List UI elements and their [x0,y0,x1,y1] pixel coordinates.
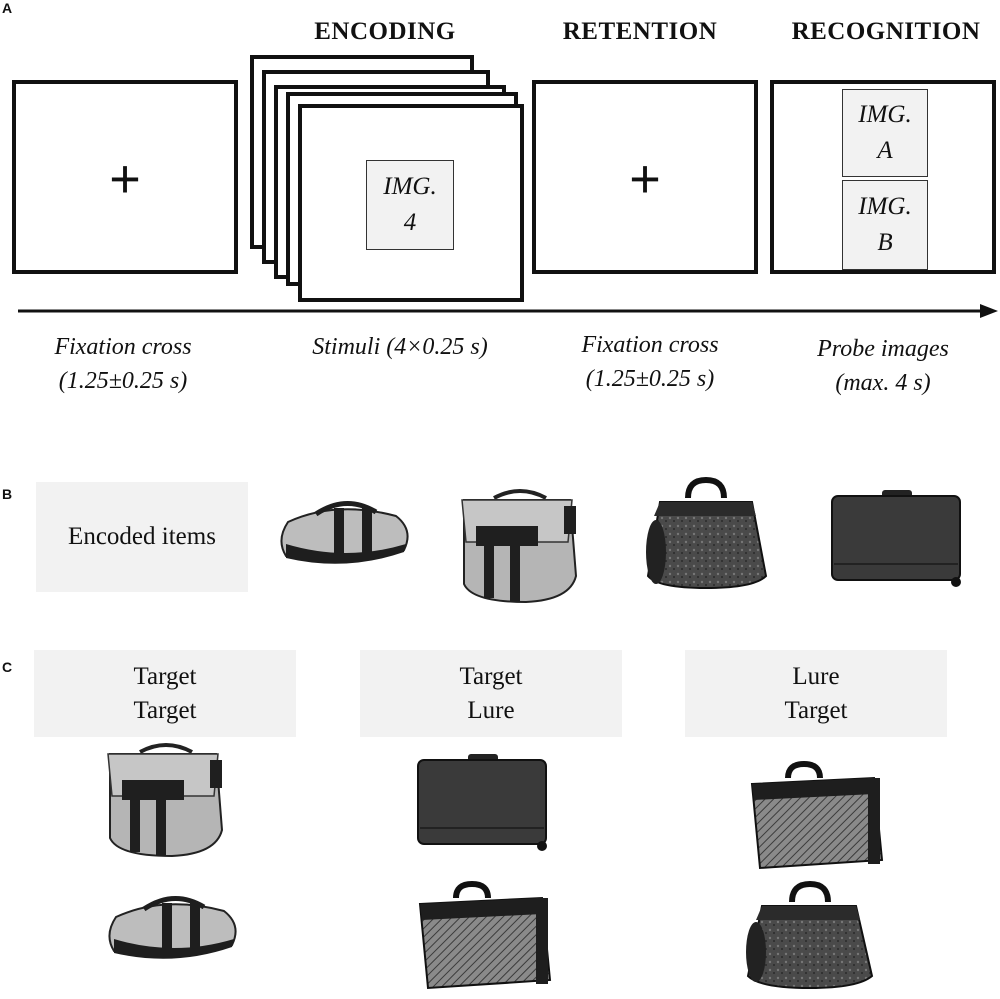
doctor-bag-image [646,476,768,590]
stimulus-image-line2: 4 [403,209,417,236]
messenger-bag-image [107,743,224,858]
probe-a-line2: A [877,137,893,164]
heading-retention: RETENTION [562,18,718,45]
encoded-items-label: Encoded items [36,482,248,592]
duffel-bag-image [108,896,237,959]
stimulus-image-placeholder: IMG. 4 [366,160,454,250]
striped-case-image [750,760,884,870]
recognition-screen: IMG. A IMG. B [770,80,996,274]
hard-suitcase-image [417,754,547,851]
heading-encoding: ENCODING [314,18,456,45]
panel-label-c: C [2,659,13,675]
fixation-cross-symbol: + [629,149,661,209]
heading-recognition: RECOGNITION [791,18,981,45]
caption-fixation-1: Fixation cross (1.25±0.25 s) [54,334,192,394]
panel-label-a: A [2,0,13,16]
panel-label-b: B [2,486,13,502]
caption-probe-images: Probe images (max. 4 s) [817,336,949,396]
probe-image-a: IMG. A [842,89,928,177]
probe-b-line1: IMG. [858,193,912,220]
striped-case-image [418,880,552,990]
caption-fixation-2: Fixation cross (1.25±0.25 s) [581,332,719,392]
probe-b-line2: B [877,229,893,256]
caption-stimuli: Stimuli (4×0.25 s) [312,334,488,360]
duffel-bag-image [280,501,409,564]
stimulus-screen-front: IMG. 4 [298,104,524,302]
fixation-screen-2: + [532,80,758,274]
stimulus-image-line1: IMG. [383,173,437,200]
probe-a-line1: IMG. [858,101,912,128]
fixation-cross-symbol: + [109,149,141,209]
condition-label-lure-target: Lure Target [685,650,947,737]
messenger-bag-image [461,489,578,604]
probe-image-b: IMG. B [842,180,928,270]
hard-suitcase-image [831,490,961,587]
timeline-arrow [18,304,998,318]
fixation-screen-1: + [12,80,238,274]
condition-label-target-lure: Target Lure [360,650,622,737]
condition-label-target-target: Target Target [34,650,296,737]
doctor-bag-image [746,880,874,990]
